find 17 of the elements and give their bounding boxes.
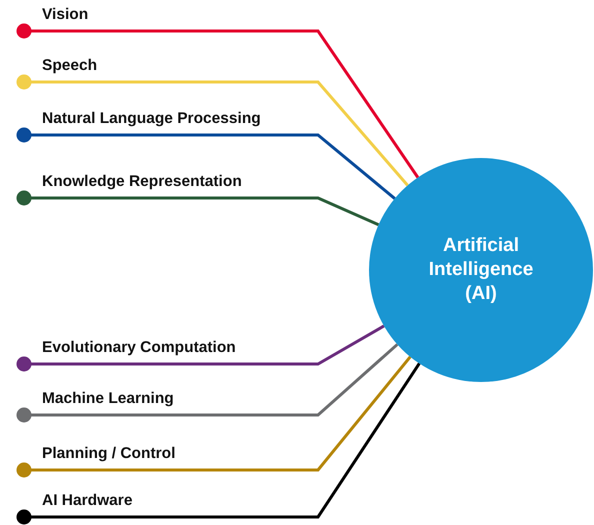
connector-line xyxy=(16,324,385,372)
branch-label: Evolutionary Computation xyxy=(42,339,236,356)
connector-line xyxy=(16,356,412,478)
branch-label: Natural Language Processing xyxy=(42,110,261,127)
connector-line xyxy=(16,343,398,422)
branch-label: Vision xyxy=(42,6,88,23)
connector-line xyxy=(16,74,409,186)
branch-label: Planning / Control xyxy=(42,445,176,462)
connector-line xyxy=(16,24,420,178)
circle-title: Artificial Intelligence (AI) xyxy=(428,234,534,306)
branch-label: Knowledge Representation xyxy=(42,173,242,190)
connector-line xyxy=(16,362,421,524)
branch-label: Machine Learning xyxy=(42,390,174,407)
branch-label: AI Hardware xyxy=(42,492,132,509)
branch-label: Speech xyxy=(42,57,98,74)
connector-line xyxy=(16,128,396,200)
connector-line xyxy=(16,190,380,226)
